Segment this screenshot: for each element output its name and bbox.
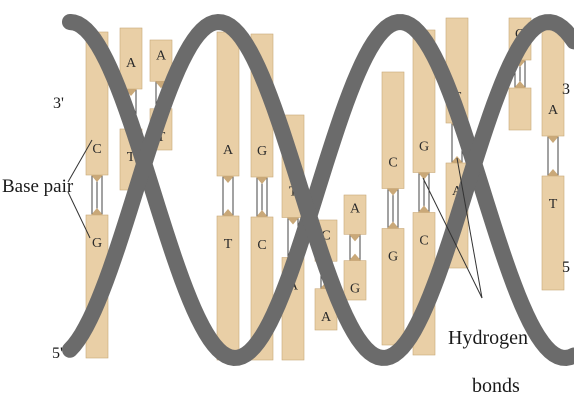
base-tip-lower — [91, 208, 103, 215]
base-tip-upper — [287, 218, 299, 225]
base-tip-upper — [387, 189, 399, 196]
base-letter-bottom: G — [388, 250, 398, 265]
base-letter-bottom: C — [257, 238, 266, 253]
base-letter-top: A — [223, 143, 234, 158]
strand-end-3-right: 3 — [562, 81, 570, 98]
base-tip-lower — [387, 222, 399, 229]
base-tip-lower — [349, 254, 361, 261]
strand-end-5-right: 5 — [562, 259, 570, 276]
base-tip-lower — [547, 169, 559, 176]
base-pair: AT — [542, 22, 564, 290]
base-letter-top: G — [419, 140, 429, 155]
base-letter-top: A — [548, 103, 559, 118]
strand-end-5-left: 5' — [52, 345, 63, 362]
base-pair: CG — [382, 72, 404, 345]
hydrogen-label: Hydrogen — [448, 327, 528, 349]
base-lower — [542, 176, 564, 290]
base-tip-upper — [418, 173, 430, 180]
base-letter-top: G — [257, 144, 267, 159]
base-tip-upper — [547, 136, 559, 143]
bonds-label: bonds — [472, 375, 520, 397]
base-letter-bottom: G — [350, 282, 360, 297]
base-pair-label: Base pair — [2, 176, 74, 197]
base-pair: AT — [217, 32, 239, 360]
base-letter-top: A — [126, 56, 137, 71]
base-letter-top: C — [388, 156, 397, 171]
base-pair: AG — [344, 195, 366, 300]
base-lower — [509, 88, 531, 130]
base-tip-upper — [222, 176, 234, 183]
base-letter-top: A — [350, 201, 361, 216]
base-tip-upper — [91, 175, 103, 182]
base-letter-bottom: A — [321, 310, 332, 325]
base-letter-top: A — [156, 48, 167, 63]
base-upper — [382, 72, 404, 189]
base-tip-upper — [349, 234, 361, 241]
base-letter-bottom: T — [549, 197, 558, 212]
base-letter-bottom: G — [92, 236, 102, 251]
base-letter-bottom: T — [224, 237, 233, 252]
base-letter-bottom: C — [419, 234, 428, 249]
base-lower — [382, 229, 404, 346]
strand-end-3-left: 3' — [53, 95, 64, 112]
base-tip-lower — [514, 81, 526, 88]
base-tip-lower — [418, 206, 430, 213]
base-letter-top: C — [92, 142, 101, 157]
base-tip-lower — [256, 210, 268, 217]
base-tip-lower — [222, 209, 234, 216]
base-upper — [542, 22, 564, 136]
base-tip-upper — [256, 177, 268, 184]
